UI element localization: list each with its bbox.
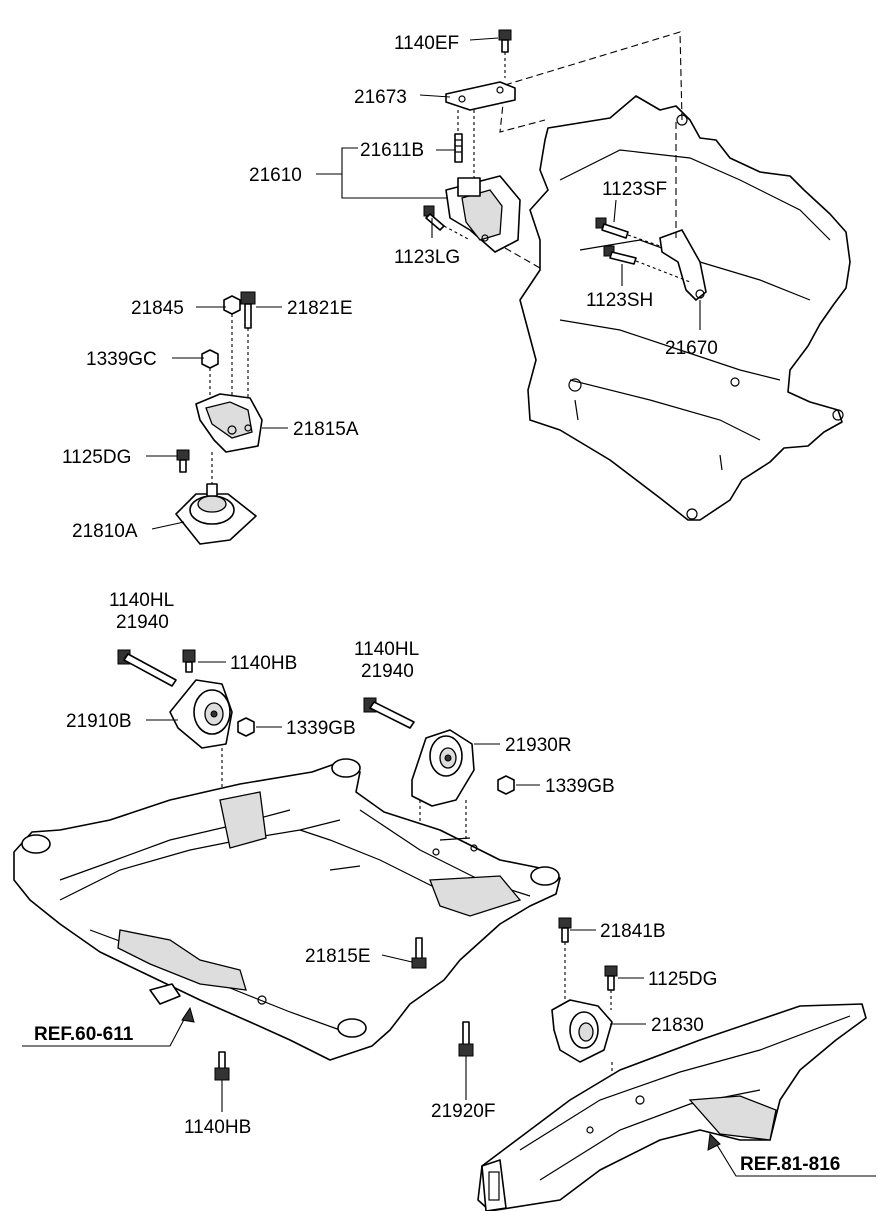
subframe [13, 758, 561, 1061]
label-1339GB-right: 1339GB [545, 776, 615, 797]
nut-1339GB-right [497, 775, 515, 795]
label-1125DG-bottom: 1125DG [648, 969, 717, 990]
label-21673: 21673 [354, 87, 407, 108]
label-21611B: 21611B [360, 140, 424, 161]
label-21670: 21670 [665, 338, 718, 359]
label-1123LG: 1123LG [394, 247, 460, 268]
label-21940-left: 21940 [116, 612, 169, 633]
bolt-21920F [458, 1021, 474, 1057]
label-1125DG-top: 1125DG [62, 447, 131, 468]
label-21815A: 21815A [293, 419, 359, 440]
stud-21611B [454, 133, 463, 163]
nut-21845 [223, 295, 241, 315]
bolt-21841B [558, 917, 572, 943]
nut-1339GB-left [237, 717, 255, 737]
ref-label-right: REF.81-816 [740, 1154, 840, 1175]
nut-1339GC [201, 349, 219, 369]
label-21930R: 21930R [505, 735, 572, 756]
ref-label-left: REF.60-611 [34, 1024, 134, 1045]
bolt-1125DG-bottom [604, 965, 618, 991]
bolt-1123SH [603, 245, 637, 265]
mount-21810A [175, 483, 257, 545]
label-1140EF: 1140EF [394, 33, 459, 54]
label-21821E: 21821E [287, 298, 353, 319]
bolt-1140HB-top [182, 649, 196, 673]
leader-lines [22, 37, 876, 1177]
label-1140HL-right: 1140HL [354, 639, 419, 660]
label-1140HB-bottom: 1140HB [184, 1117, 251, 1138]
bracket-21815A [195, 393, 263, 453]
label-21810A: 21810A [72, 521, 138, 542]
mount-21930R [411, 729, 475, 807]
engine-mount-21610 [445, 175, 521, 253]
side-member [477, 1003, 867, 1211]
mount-21910B [169, 679, 233, 749]
label-21830: 21830 [651, 1015, 704, 1036]
bolt-1140EF [498, 29, 512, 53]
label-1339GB-left: 1339GB [286, 718, 356, 739]
label-1140HL-left: 1140HL [109, 590, 174, 611]
label-21910B: 21910B [66, 711, 132, 732]
label-1123SF: 1123SF [602, 179, 667, 200]
bracket-21673 [445, 81, 516, 111]
label-21841B: 21841B [600, 921, 666, 942]
label-21845: 21845 [131, 298, 184, 319]
bolt-1123SF [595, 217, 629, 239]
bolt-1125DG-top [176, 449, 190, 473]
label-21610: 21610 [249, 165, 302, 186]
label-1123SH: 1123SH [586, 290, 653, 311]
label-21920F: 21920F [431, 1101, 495, 1122]
engine-block [519, 95, 851, 521]
label-21940-right: 21940 [361, 661, 414, 682]
label-1140HB-top: 1140HB [230, 653, 297, 674]
bolt-1140HB-bottom [214, 1051, 230, 1081]
bracket-21670 [659, 229, 707, 301]
bolt-21821E [240, 291, 256, 329]
label-21815E: 21815E [305, 946, 371, 967]
mount-21830 [551, 999, 613, 1063]
bolt-21940-left [117, 649, 177, 687]
bolt-21940-right [363, 697, 415, 729]
label-1339GC: 1339GC [86, 349, 157, 370]
bolt-21815E [411, 937, 427, 969]
bolt-1123LG [423, 205, 445, 231]
